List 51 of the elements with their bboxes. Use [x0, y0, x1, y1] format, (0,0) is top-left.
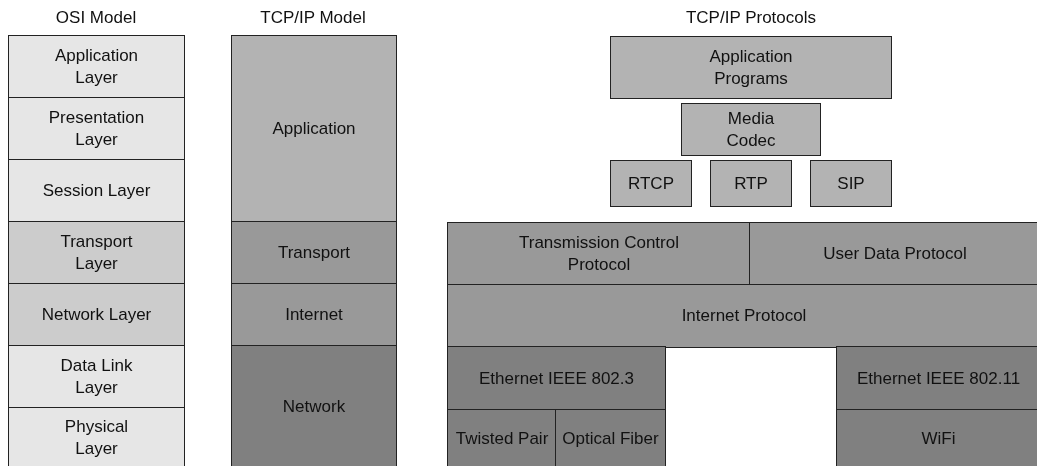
layer-label: Transport [277, 241, 351, 264]
layer-label: Presentation Layer [47, 106, 146, 151]
layer-box [681, 103, 821, 156]
layer-label: Internet Protocol [681, 305, 807, 327]
layer-box [8, 283, 185, 346]
layer-box [610, 160, 692, 207]
layer-box [555, 409, 666, 466]
layer-label: RTCP [628, 172, 674, 195]
layer-label: Physical Layer [63, 416, 130, 460]
layer-label: Data Link Layer [59, 354, 134, 399]
layer-label: User Data Protocol [823, 243, 967, 265]
layer-box [8, 345, 185, 408]
layer-label: RTP [734, 172, 768, 195]
layer-box [8, 407, 185, 466]
layer-box [231, 345, 397, 466]
layer-label: Application Layer [53, 44, 140, 89]
layer-box [231, 283, 397, 346]
layer-box [836, 346, 1037, 411]
layer-label: Ethernet IEEE 802.3 [479, 367, 634, 390]
layer-box [447, 222, 751, 286]
layer-box [231, 221, 397, 284]
layer-label: Application [272, 117, 356, 140]
layer-label: Network Layer [41, 303, 152, 326]
layer-label: Transmission Control Protocol [518, 232, 680, 276]
layer-box [836, 409, 1037, 466]
layer-box [810, 160, 892, 207]
layer-label: Twisted Pair [455, 428, 549, 450]
layer-label: SIP [837, 172, 865, 195]
layer-box [749, 222, 1037, 286]
layer-label: WiFi [921, 428, 956, 450]
layer-box [447, 284, 1037, 348]
layer-label: Network [282, 396, 346, 418]
layer-label: Ethernet IEEE 802.11 [856, 367, 1021, 390]
layer-label: Transport Layer [59, 230, 134, 275]
layer-box [447, 346, 666, 411]
layer-label: Session Layer [42, 179, 151, 202]
layer-box [610, 36, 892, 99]
layer-box [447, 409, 557, 466]
column-heading: TCP/IP Model [260, 8, 366, 28]
layer-label: Optical Fiber [562, 428, 659, 450]
layer-label: Internet [285, 303, 343, 326]
layer-box [231, 35, 397, 222]
layer-box [8, 97, 185, 160]
layer-box [710, 160, 792, 207]
layer-label: Application Programs [708, 45, 794, 90]
layer-box [8, 221, 185, 284]
layer-box [8, 35, 185, 98]
column-heading: TCP/IP Protocols [685, 8, 817, 28]
column-heading: OSI Model [55, 8, 137, 28]
layer-box [8, 159, 185, 222]
layer-label: Media Codec [725, 107, 777, 152]
